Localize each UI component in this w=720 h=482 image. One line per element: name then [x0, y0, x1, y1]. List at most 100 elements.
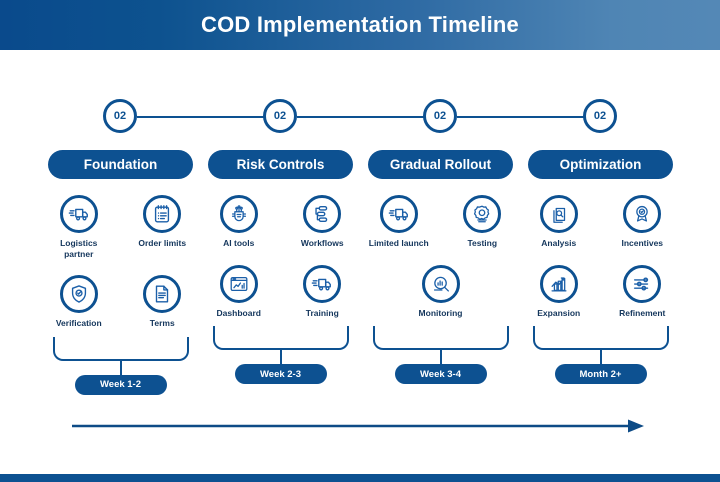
duration-connector: Month 2+	[528, 326, 673, 390]
growth-chart-icon	[539, 264, 578, 303]
phase-title-label: Risk Controls	[236, 157, 325, 172]
footer-bar	[0, 474, 720, 482]
icon-row: AI tools Workflows	[208, 195, 353, 249]
duration-pill[interactable]: Week 3-4	[394, 364, 487, 385]
feature-item[interactable]: Terms	[132, 275, 194, 329]
bracket-connector	[372, 326, 509, 351]
bracket-connector	[212, 326, 349, 351]
icon-row: Verification Terms	[48, 275, 193, 329]
documents-magnifier-icon	[539, 195, 578, 233]
phase-title-label: Foundation	[83, 157, 158, 172]
duration-pill[interactable]: Month 2+	[554, 364, 647, 385]
feature-item[interactable]: Verification	[48, 275, 110, 329]
feature-item[interactable]: Testing	[452, 195, 514, 249]
feature-item[interactable]: Monitoring	[410, 264, 472, 319]
duration-connector: Week 2-3	[208, 326, 353, 390]
feature-caption: AI tools	[223, 238, 255, 248]
page-title: COD Implementation Timeline	[201, 12, 519, 37]
rail-segment-3	[457, 116, 599, 118]
feature-caption: Refinement	[619, 307, 666, 318]
duration-label: Week 2-3	[259, 368, 301, 380]
phase-column-foundation: Foundation Logistics partner	[48, 150, 193, 401]
header-banner: COD Implementation Timeline	[0, 0, 720, 50]
feature-item[interactable]: Incentives	[612, 195, 674, 249]
gear-badge-icon	[463, 195, 502, 233]
feature-item[interactable]: Order limits	[132, 195, 194, 259]
feature-caption: Order limits	[138, 238, 187, 248]
award-ribbon-icon	[623, 195, 662, 233]
icon-row: Logistics partner Order limits	[48, 195, 193, 259]
phase-title-pill[interactable]: Gradual Rollout	[368, 150, 513, 179]
feature-caption: Expansion	[537, 307, 581, 318]
timeline-node-4[interactable]: 02	[583, 99, 617, 133]
document-text-icon	[143, 275, 182, 314]
feature-item[interactable]: AI tools	[208, 195, 270, 249]
sliders-icon	[623, 264, 662, 303]
timeline-node-2[interactable]: 02	[263, 99, 297, 133]
bracket-stem	[599, 350, 602, 365]
duration-connector: Week 3-4	[368, 326, 513, 390]
feature-item[interactable]: Limited launch	[368, 195, 430, 249]
phase-title-pill[interactable]: Foundation	[48, 150, 193, 179]
feature-item[interactable]: Dashboard	[208, 264, 270, 319]
magnifier-chart-icon	[421, 264, 460, 303]
feature-caption: Testing	[467, 238, 498, 248]
feature-item[interactable]: Workflows	[292, 195, 354, 249]
bracket-stem	[279, 350, 282, 365]
bracket-connector	[52, 336, 189, 361]
timeline-rail: 02 02 02 02	[0, 50, 720, 133]
delivery-truck-icon	[303, 264, 342, 303]
icon-row: Monitoring	[368, 264, 513, 319]
feature-item[interactable]: Training	[292, 264, 354, 319]
duration-label: Week 3-4	[419, 368, 461, 380]
feature-caption: Terms	[149, 318, 175, 329]
progression-arrow	[72, 418, 648, 434]
bracket-connector	[532, 326, 669, 351]
feature-caption: Workflows	[300, 238, 344, 248]
duration-pill[interactable]: Week 2-3	[234, 364, 327, 385]
feature-caption: Limited launch	[368, 238, 429, 248]
timeline-node-label: 02	[113, 109, 127, 122]
icon-row: Dashboard Training	[208, 264, 354, 319]
feature-caption: Logistics partner	[60, 238, 98, 259]
timeline-node-label: 02	[433, 109, 447, 122]
feature-item[interactable]: Logistics partner	[48, 195, 110, 259]
icon-row: Expansion Refinement	[528, 264, 674, 319]
timeline-node-1[interactable]: 02	[103, 99, 137, 133]
timeline-node-label: 02	[593, 109, 607, 122]
duration-label: Week 1-2	[99, 379, 141, 391]
feature-item[interactable]: Expansion	[528, 264, 590, 319]
feature-item[interactable]: Refinement	[612, 264, 674, 319]
dashboard-chart-icon	[219, 264, 258, 303]
phase-title-pill[interactable]: Risk Controls	[208, 150, 353, 179]
feature-caption: Verification	[55, 318, 102, 329]
phase-title-pill[interactable]: Optimization	[528, 150, 673, 179]
feature-caption: Incentives	[621, 238, 664, 248]
delivery-truck-icon	[59, 195, 98, 233]
feature-caption: Monitoring	[418, 307, 463, 318]
feature-caption: Training	[305, 307, 339, 318]
phase-column-gradual-rollout: Gradual Rollout Limited launch	[368, 150, 513, 390]
ai-chip-icon	[219, 195, 258, 233]
duration-pill[interactable]: Week 1-2	[74, 374, 167, 395]
rail-segment-2	[297, 116, 439, 118]
phase-title-label: Optimization	[559, 157, 642, 172]
feature-caption: Dashboard	[216, 307, 261, 318]
phase-title-label: Gradual Rollout	[389, 157, 492, 172]
timeline-node-label: 02	[273, 109, 287, 122]
phase-column-optimization: Optimization Analysis	[528, 150, 673, 390]
timeline-node-3[interactable]: 02	[423, 99, 457, 133]
bracket-stem	[439, 350, 442, 365]
duration-label: Month 2+	[579, 368, 622, 380]
icon-row: Analysis Incentives	[528, 195, 673, 249]
rail-segment-1	[137, 116, 279, 118]
delivery-truck-icon	[379, 195, 418, 233]
workflow-nodes-icon	[303, 195, 342, 233]
bracket-stem	[119, 360, 122, 375]
duration-connector: Week 1-2	[48, 336, 193, 401]
feature-item[interactable]: Analysis	[528, 195, 590, 249]
icon-row: Limited launch Testing	[368, 195, 513, 249]
clipboard-checklist-icon	[143, 195, 182, 233]
phase-column-risk-controls: Risk Controls AI tools	[208, 150, 353, 390]
feature-caption: Analysis	[541, 238, 577, 248]
